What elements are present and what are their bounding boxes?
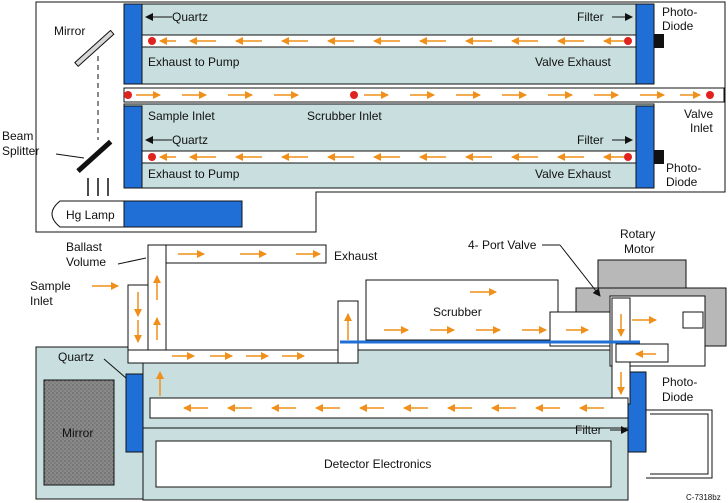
port-dot: [148, 37, 156, 45]
port-dots: [124, 37, 714, 161]
cell-2-filter-window: [635, 105, 655, 189]
cell-2-photodiode: [654, 150, 664, 164]
lower-manifold-tube: [127, 349, 343, 364]
mirror-label-top: Mirror: [54, 24, 85, 38]
valve-leader-2: [559, 244, 601, 297]
splitter-label: Splitter: [2, 144, 39, 158]
port-dot: [124, 91, 132, 99]
detector-electronics-box: [155, 440, 612, 488]
bottom-filter-window: [627, 371, 647, 453]
scrubber-inlet-label: Scrubber Inlet: [307, 109, 382, 123]
photo-label-mid: Photo-: [666, 161, 701, 175]
quartz-label-bottom: Quartz: [58, 350, 94, 364]
port-dot: [350, 91, 358, 99]
cell-flow-tube: [149, 397, 629, 419]
valve-exhaust-label-2: Valve Exhaust: [535, 167, 611, 181]
beam-label: Beam: [2, 129, 33, 143]
right-enclosure: [646, 409, 713, 479]
cell-1-photodiode: [654, 34, 664, 48]
filter-label-mid: Filter: [577, 133, 604, 147]
hg-lamp-tube: [123, 200, 243, 228]
diode-label-mid: Diode: [666, 175, 698, 189]
scrubber-label: Scrubber: [433, 305, 482, 319]
gas-tubes: [127, 244, 706, 419]
bottom-schematic: Ballast Volume Sample Inlet Exhaust 4- P…: [30, 227, 727, 502]
valve-lower-port: [615, 343, 669, 363]
ballast-leader: [117, 257, 147, 265]
beam-splitter-leader: [55, 153, 85, 159]
four-port-valve-label: 4- Port Valve: [468, 238, 537, 252]
hg-lamp-housing: [51, 200, 125, 228]
filter-label-top: Filter: [577, 10, 604, 24]
quartz-label-mid: Quartz: [172, 133, 208, 147]
port-dot: [148, 153, 156, 161]
exhaust-to-pump-label-2: Exhaust to Pump: [148, 167, 240, 181]
detector-electronics-label: Detector Electronics: [324, 457, 431, 471]
quartz-leader-bottom: [103, 358, 127, 379]
valve-right-port: [682, 311, 704, 329]
motor-label: Motor: [624, 242, 655, 256]
top-schematic: Mirror Beam Splitter Hg Lamp Quartz Filt…: [2, 1, 726, 233]
figure-code: C-7318bz: [686, 493, 721, 502]
right-enclosure-inner: [650, 413, 709, 475]
volume-label: Volume: [66, 255, 106, 269]
photo-label-top: Photo-: [662, 5, 697, 19]
mirror-label-bottom: Mirror: [62, 426, 93, 440]
inlet-label-bottom: Inlet: [30, 294, 53, 308]
cell-1-filter-window: [635, 3, 655, 85]
port-dot: [706, 91, 714, 99]
exhaust-label-bottom: Exhaust: [334, 249, 378, 263]
diode-label-bottom: Diode: [662, 390, 694, 404]
port-dot: [624, 153, 632, 161]
ballast-tube: [147, 244, 167, 364]
cell-2-quartz-window: [123, 105, 143, 189]
top-frame: [35, 1, 726, 233]
ballast-label: Ballast: [66, 240, 103, 254]
hg-lamp-label: Hg Lamp: [66, 208, 115, 222]
bottom-quartz-window: [125, 373, 144, 453]
top-mirror: [74, 29, 115, 67]
valve-exhaust-label-1: Valve Exhaust: [535, 55, 611, 69]
beam-splitter: [76, 139, 113, 173]
filter-label-bottom: Filter: [575, 423, 602, 437]
cell-2-body: [123, 103, 655, 189]
quartz-label-top: Quartz: [172, 10, 208, 24]
cell-1-quartz-window: [123, 3, 143, 85]
sample-label: Sample: [30, 279, 71, 293]
photo-label-bottom: Photo-: [662, 375, 697, 389]
inlet-label-right: Inlet: [690, 121, 713, 135]
exhaust-to-pump-label-1: Exhaust to Pump: [148, 55, 240, 69]
sample-inlet-label-top: Sample Inlet: [148, 109, 215, 123]
bottom-flow-arrows: [92, 250, 657, 412]
rotary-label: Rotary: [620, 227, 655, 241]
port-dot: [624, 37, 632, 45]
valve-connector: [549, 311, 611, 347]
diode-label-top: Diode: [662, 19, 694, 33]
mirror-block: [43, 379, 115, 486]
valve-label: Valve: [684, 107, 713, 121]
rotary-motor-top: [597, 259, 687, 291]
